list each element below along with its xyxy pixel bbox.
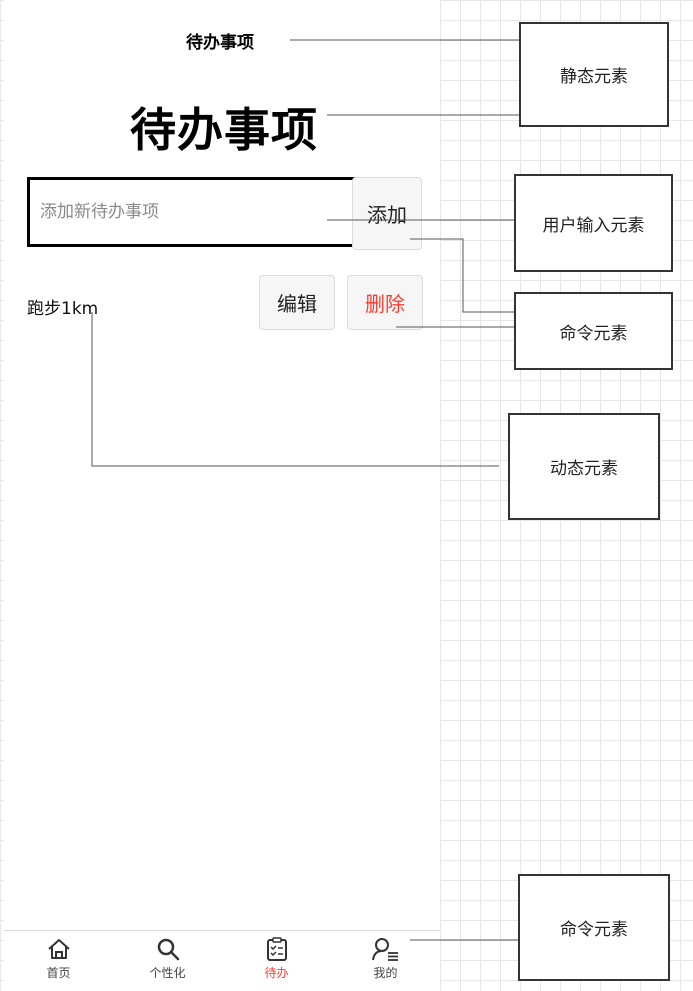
tab-home[interactable]: 首页 xyxy=(4,931,113,991)
tab-personalize-label: 个性化 xyxy=(149,966,186,980)
phone-screen xyxy=(4,0,440,990)
edit-button[interactable]: 编辑 xyxy=(259,275,335,330)
annotation-command: 命令元素 xyxy=(514,292,673,370)
user-icon xyxy=(371,938,398,961)
tab-todo-label: 待办 xyxy=(264,966,289,980)
todo-input[interactable] xyxy=(27,177,365,247)
connector-dynamic xyxy=(91,312,499,467)
tab-home-label: 首页 xyxy=(46,966,71,980)
tab-bar: 首页 个性化 待办 我的 xyxy=(4,930,440,991)
search-icon xyxy=(157,938,179,961)
todo-item-text: 跑步1km xyxy=(27,299,99,319)
add-button[interactable]: 添加 xyxy=(352,177,422,250)
tab-mine[interactable]: 我的 xyxy=(331,931,440,991)
tab-todo[interactable]: 待办 xyxy=(222,931,331,991)
annotation-dynamic: 动态元素 xyxy=(508,413,660,520)
page-title: 待办事项 xyxy=(130,103,318,157)
annotation-user-input: 用户输入元素 xyxy=(514,174,673,272)
connector-command xyxy=(410,238,515,313)
home-icon xyxy=(47,939,70,959)
tab-personalize[interactable]: 个性化 xyxy=(113,931,222,991)
annotation-static: 静态元素 xyxy=(519,22,669,127)
delete-button[interactable]: 删除 xyxy=(347,275,423,330)
annotation-command-tabbar: 命令元素 xyxy=(518,874,670,981)
tab-mine-label: 我的 xyxy=(373,966,398,980)
nav-title: 待办事项 xyxy=(186,33,254,53)
clipboard-icon xyxy=(266,937,287,961)
